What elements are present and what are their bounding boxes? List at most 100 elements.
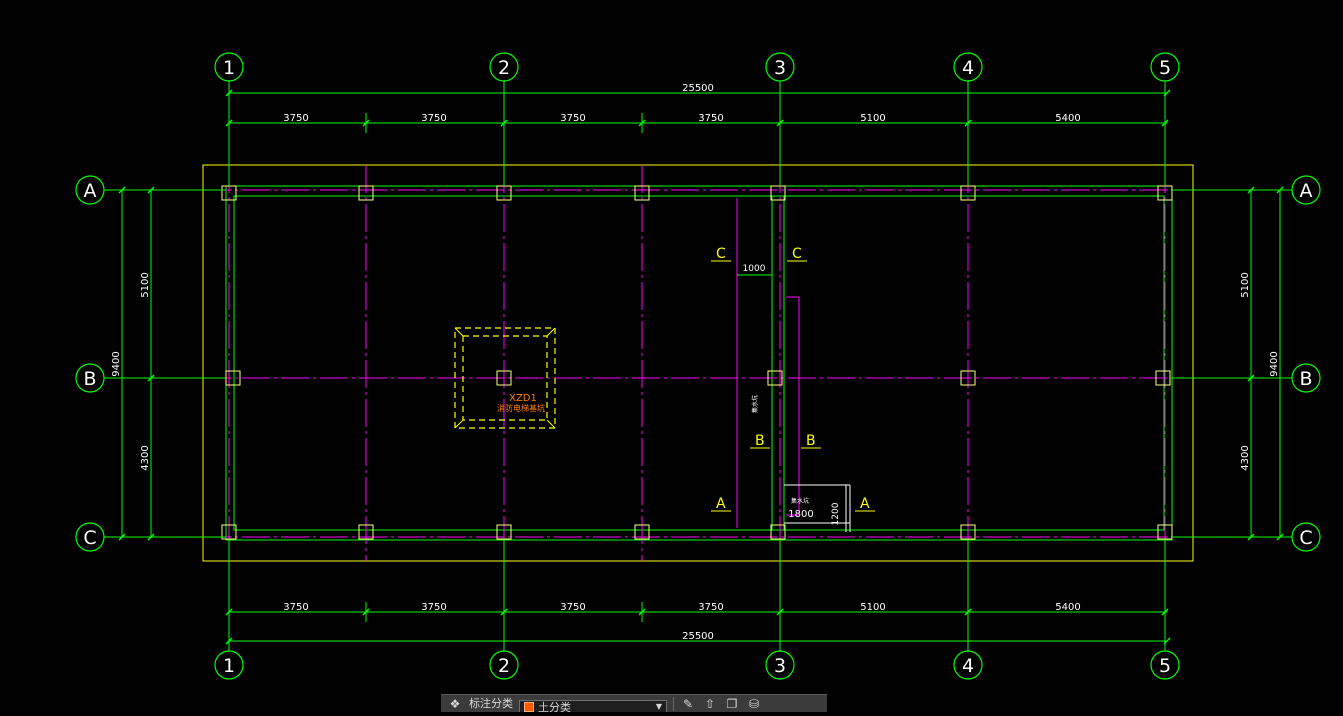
elevator-pit: XZD1 消防电梯基坑 bbox=[454, 327, 556, 429]
axis-bubble-top-1-label: 1 bbox=[223, 57, 235, 79]
top-span-6: 5400 bbox=[1055, 113, 1080, 124]
toolbar-label: 标注分类 bbox=[469, 696, 513, 710]
column bbox=[767, 370, 783, 386]
section-mark-b-right: B bbox=[806, 433, 816, 449]
column bbox=[496, 524, 512, 540]
top-span-5: 5100 bbox=[860, 113, 885, 124]
top-span-4: 3750 bbox=[698, 113, 723, 124]
bottom-span-1: 3750 bbox=[283, 602, 308, 613]
bottom-span-2: 3750 bbox=[421, 602, 446, 613]
pit-label: XZD1 bbox=[509, 393, 537, 404]
left-span-2: 4300 bbox=[140, 445, 151, 470]
dimension-lines bbox=[104, 81, 1292, 651]
axis-bubble-top-2-label: 2 bbox=[498, 57, 510, 79]
dim-1800: 1800 bbox=[788, 509, 813, 520]
toolbar-separator bbox=[673, 696, 674, 711]
axis-bubble-right-B-circle bbox=[1291, 363, 1321, 393]
axis-bubble-right-C-label: C bbox=[1299, 527, 1312, 549]
column bbox=[960, 524, 976, 540]
layer-dropdown[interactable]: 土分类 ▼ bbox=[519, 699, 667, 713]
axis-bubble-top-3-label: 3 bbox=[774, 57, 786, 79]
pit-sub-label: 消防电梯基坑 bbox=[497, 403, 545, 413]
wall-lines bbox=[225, 185, 1173, 541]
top-span-3: 3750 bbox=[560, 113, 585, 124]
axis-bubble-right-C-circle bbox=[1291, 522, 1321, 552]
axis-bubble-top-5-label: 5 bbox=[1159, 57, 1171, 79]
column bbox=[496, 370, 512, 386]
left-span-1: 5100 bbox=[140, 272, 151, 297]
bottom-span-3: 3750 bbox=[560, 602, 585, 613]
axis-bubble-bottom-3-circle bbox=[765, 650, 795, 680]
column bbox=[634, 185, 650, 201]
dim-1200: 1200 bbox=[831, 502, 841, 525]
bottom-total-width: 25500 bbox=[682, 631, 714, 642]
axis-bubble-left-A-circle bbox=[75, 175, 105, 205]
axis-bubble-top-1-circle bbox=[214, 52, 244, 82]
left-total-height: 9400 bbox=[111, 351, 122, 376]
column bbox=[358, 524, 374, 540]
axis-bubble-top-4-label: 4 bbox=[962, 57, 974, 79]
section-mark-a-right: A bbox=[860, 496, 870, 512]
chevron-down-icon: ▼ bbox=[655, 702, 662, 711]
right-total-height: 9400 bbox=[1269, 351, 1280, 376]
top-dimension-labels: 25500 3750 3750 3750 3750 5100 5400 bbox=[283, 83, 1080, 124]
top-span-1: 3750 bbox=[283, 113, 308, 124]
sump-note: 集水坑 bbox=[791, 497, 809, 505]
axis-bubble-bottom-2-circle bbox=[489, 650, 519, 680]
right-span-2: 4300 bbox=[1240, 445, 1251, 470]
top-span-2: 3750 bbox=[421, 113, 446, 124]
axis-bubble-left-C-circle bbox=[75, 522, 105, 552]
right-dimension-labels: 5100 4300 9400 bbox=[1240, 272, 1280, 470]
axis-bubble-left-B-label: B bbox=[83, 368, 96, 390]
top-total-width: 25500 bbox=[682, 83, 714, 94]
wall-note: 集水坑 bbox=[751, 395, 759, 413]
axis-bubble-right-B-label: B bbox=[1299, 368, 1312, 390]
column bbox=[770, 185, 786, 201]
axis-bubble-left-B-circle bbox=[75, 363, 105, 393]
axis-bubble-left-C-label: C bbox=[83, 527, 96, 549]
axis-bubble-bottom-4-circle bbox=[953, 650, 983, 680]
bottom-span-6: 5400 bbox=[1055, 602, 1080, 613]
columns bbox=[221, 185, 1173, 540]
axis-bubble-bottom-1-label: 1 bbox=[223, 655, 235, 677]
axis-bubble-right-A-label: A bbox=[1300, 180, 1313, 202]
section-mark-c-left: C bbox=[716, 246, 726, 262]
move-icon[interactable]: ⇧ bbox=[704, 696, 716, 711]
layer-dropdown-value: 土分类 bbox=[538, 700, 571, 713]
axis-bubble-bottom-3-label: 3 bbox=[774, 655, 786, 677]
section-mark-c-right: C bbox=[792, 246, 802, 262]
bottom-dimension-labels: 3750 3750 3750 3750 5100 5400 25500 bbox=[283, 602, 1080, 642]
bottom-span-4: 3750 bbox=[698, 602, 723, 613]
column bbox=[770, 524, 786, 540]
left-dimension-labels: 5100 4300 9400 bbox=[111, 272, 151, 470]
axis-bubble-bottom-2-label: 2 bbox=[498, 655, 510, 677]
axis-lines bbox=[203, 165, 1193, 561]
copy-icon[interactable]: ❐ bbox=[726, 696, 738, 711]
layer-color-swatch bbox=[524, 701, 534, 712]
column bbox=[634, 524, 650, 540]
section-detail bbox=[736, 198, 851, 532]
pencil-icon[interactable]: ✎ bbox=[682, 696, 694, 711]
axis-bubble-right-A-circle bbox=[1291, 175, 1321, 205]
layer-toolbar: ❖ 标注分类 土分类 ▼ ✎ ⇧ ❐ ⛁ bbox=[441, 694, 827, 712]
column bbox=[1157, 524, 1173, 540]
layers-icon[interactable]: ❖ bbox=[449, 696, 461, 711]
database-icon[interactable]: ⛁ bbox=[748, 696, 760, 711]
column bbox=[960, 370, 976, 386]
axis-bubble-bottom-5-label: 5 bbox=[1159, 655, 1171, 677]
foundation-outline bbox=[202, 164, 1194, 562]
axis-bubble-bottom-1-circle bbox=[214, 650, 244, 680]
axis-bubble-top-3-circle bbox=[765, 52, 795, 82]
axis-bubble-top-2-circle bbox=[489, 52, 519, 82]
bottom-span-5: 5100 bbox=[860, 602, 885, 613]
column bbox=[1155, 370, 1171, 386]
column bbox=[221, 524, 237, 540]
section-mark-a-left: A bbox=[716, 496, 726, 512]
dim-1000: 1000 bbox=[743, 264, 766, 274]
section-marks: C C B B A A bbox=[711, 246, 875, 512]
right-span-1: 5100 bbox=[1240, 272, 1251, 297]
axis-bubble-bottom-5-circle bbox=[1150, 650, 1180, 680]
